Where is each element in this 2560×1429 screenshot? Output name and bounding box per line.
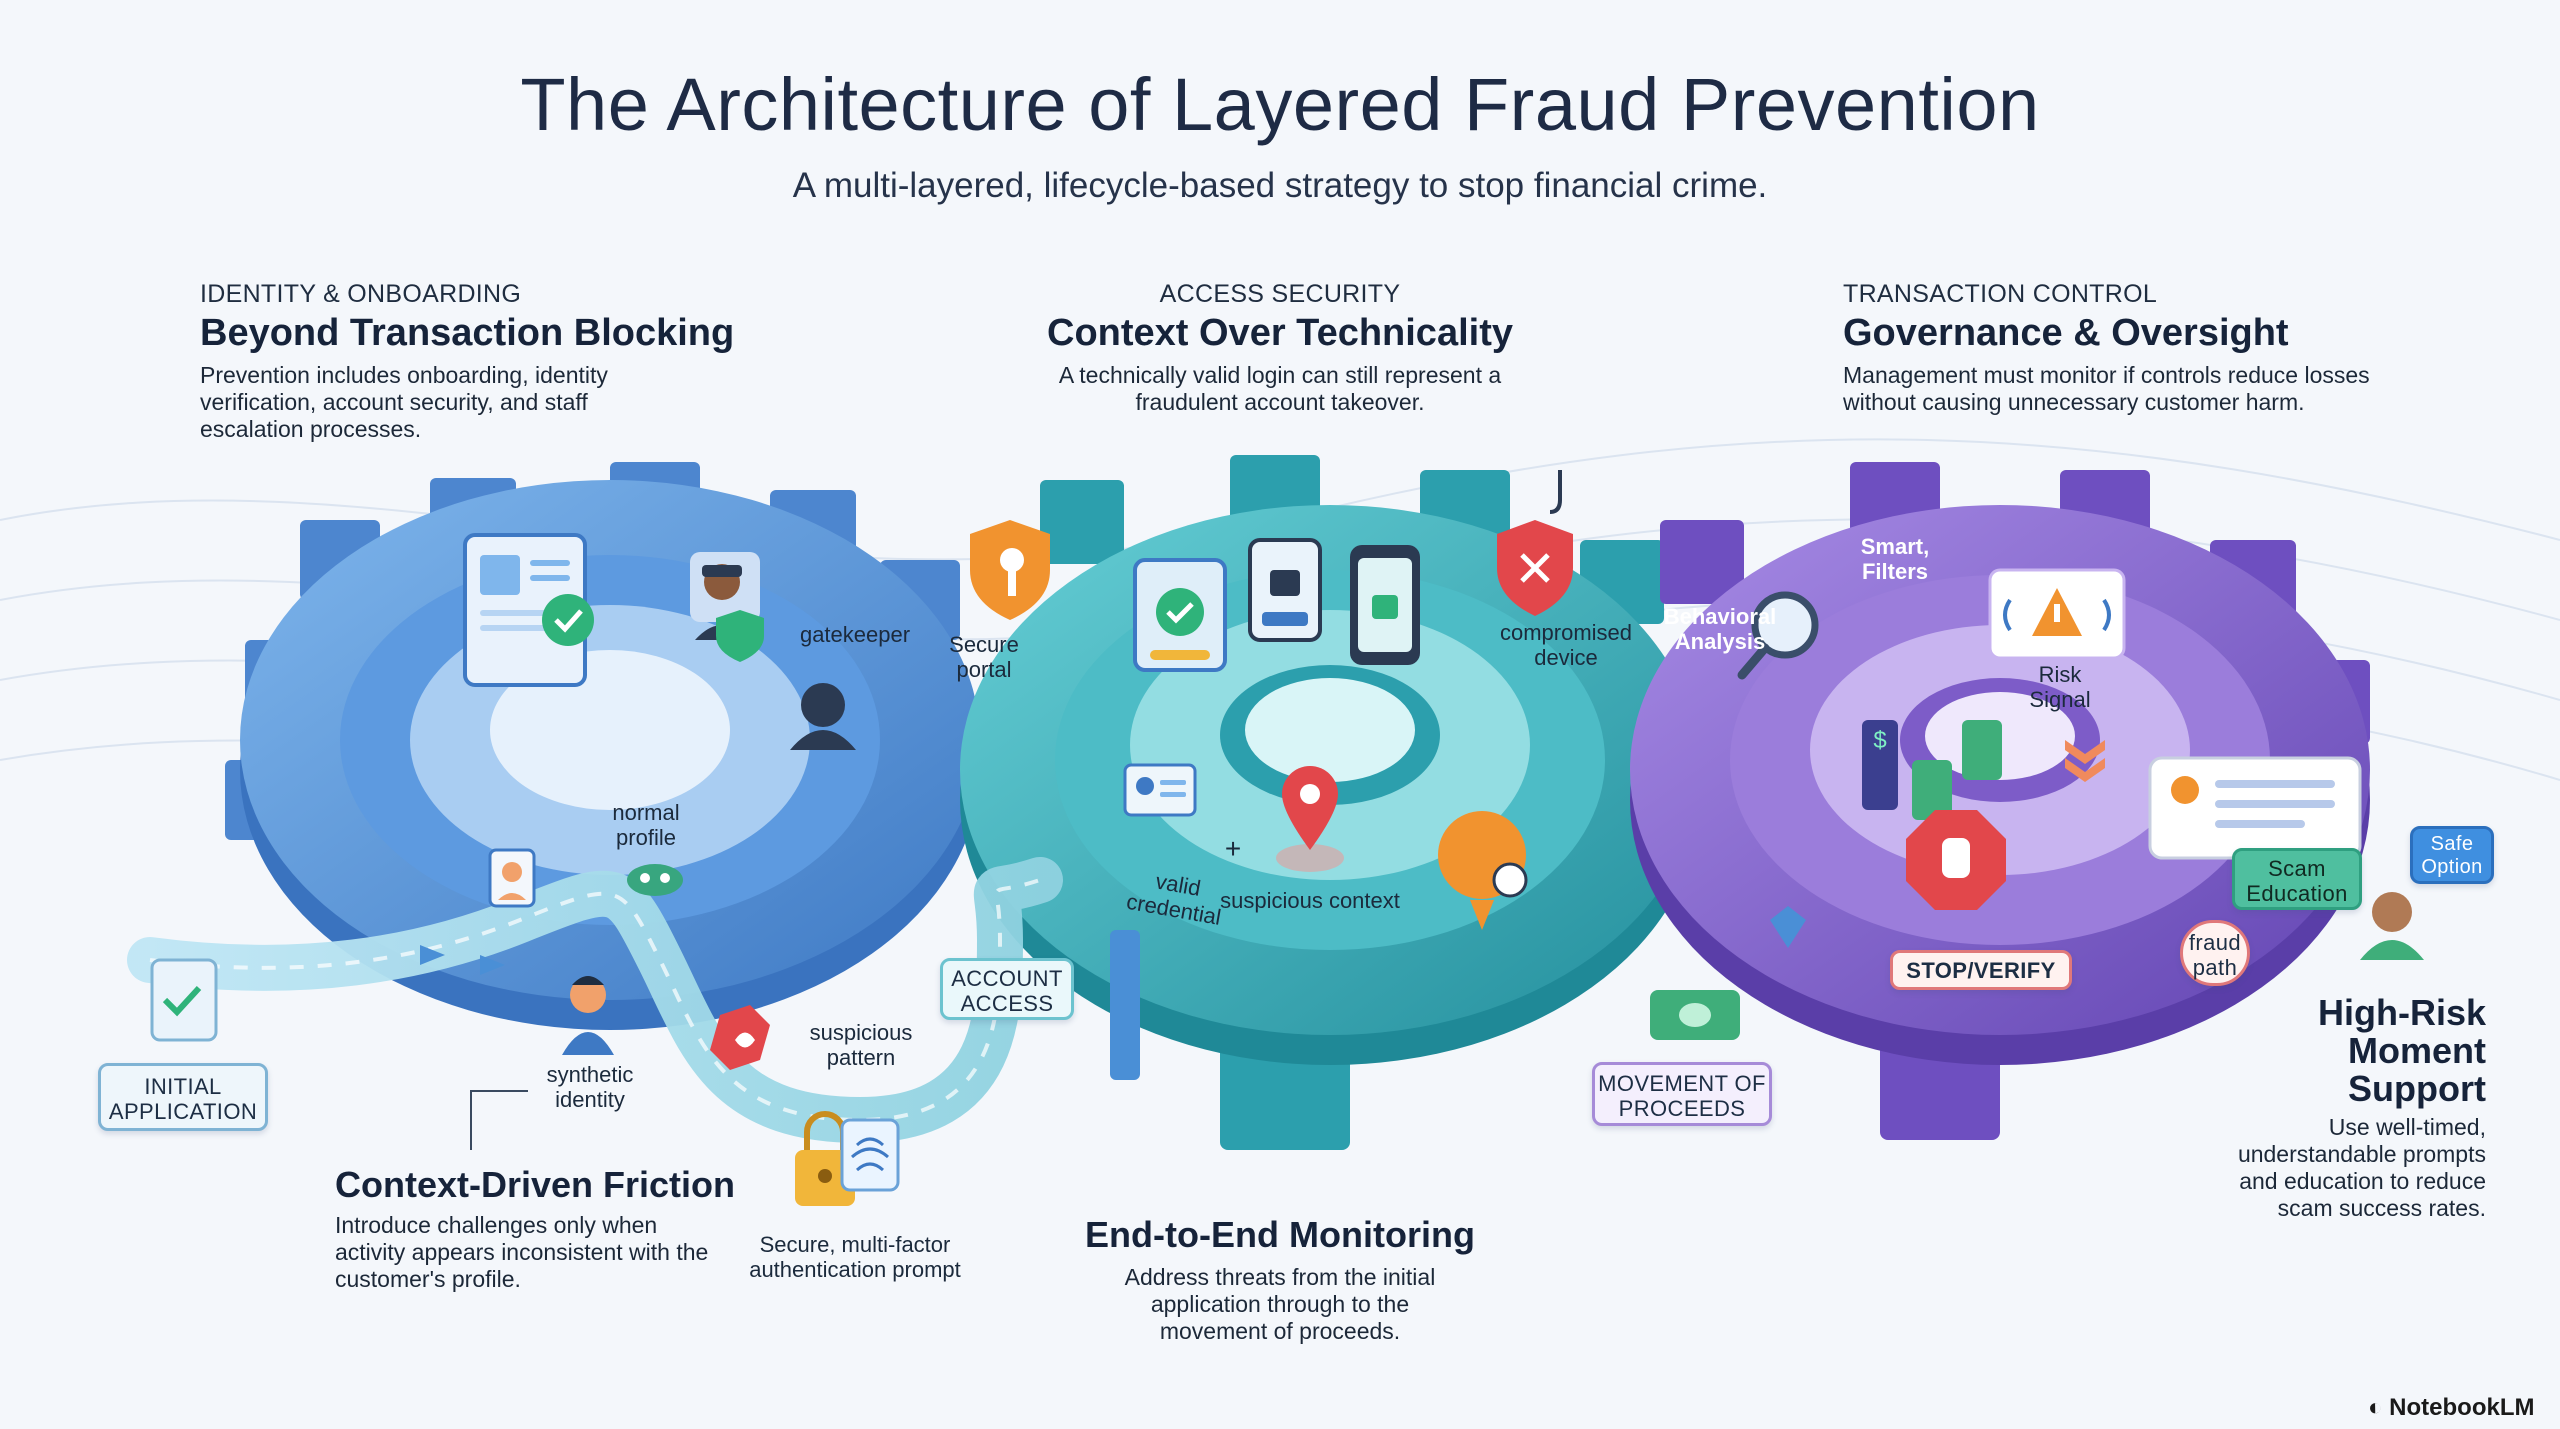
page-title: The Architecture of Layered Fraud Preven… — [520, 63, 2040, 146]
id-document-icon — [463, 533, 594, 687]
synthetic-identity-label: synthetic identity — [546, 1062, 634, 1112]
access-body: A technically valid login can still repr… — [1058, 362, 1502, 415]
padlock-icon — [795, 1111, 900, 1206]
smart-filters-label: Smart, Filters — [1860, 534, 1930, 584]
behavioral-analysis-label: Behavioral Analysis — [1663, 604, 1777, 654]
suspicious-pattern-icon — [710, 1005, 770, 1070]
suspicious-pattern-label: suspicious pattern — [809, 1020, 913, 1070]
account-access-tag: ACCOUNT ACCESS — [940, 958, 1074, 1020]
scam-education-tag: Scam Education — [2232, 848, 2362, 910]
fraud-path-tag: fraud path — [2180, 920, 2250, 986]
tablet-lock-icon — [1350, 545, 1420, 665]
monitoring-body: Address threats from the initial applica… — [1124, 1264, 1436, 1344]
monitoring-heading: End-to-End Monitoring — [1085, 1214, 1475, 1255]
magnifier-icon — [1737, 591, 1819, 680]
suspicious-context-label: suspicious context — [1220, 888, 1400, 913]
page-subtitle: A multi-layered, lifecycle-based strateg… — [792, 166, 1768, 205]
safe-option-button[interactable]: Safe Option — [2410, 826, 2494, 884]
stop-verify-tag: STOP/VERIFY — [1890, 950, 2072, 990]
plus-sign: + — [1224, 833, 1242, 864]
warning-signal-icon — [1988, 568, 2126, 660]
location-pin-icon — [1276, 766, 1344, 872]
gatekeeper-label: gatekeeper — [799, 622, 911, 647]
chevrons-icon — [2065, 740, 2105, 782]
transaction-heading: Governance & Oversight — [1843, 312, 2289, 354]
initial-application-icon — [150, 958, 218, 1042]
notebooklm-icon: ◐ — [2368, 1394, 2390, 1421]
logo-text: NotebookLM — [2389, 1394, 2535, 1421]
valid-credential-icon — [1123, 763, 1197, 817]
transaction-body: Management must monitor if controls redu… — [1843, 362, 2370, 415]
notebooklm-logo: ◐ NotebookLM — [2368, 1394, 2534, 1422]
identity-heading: Beyond Transaction Blocking — [200, 312, 735, 354]
verified-credential-icon — [1133, 558, 1227, 672]
friction-heading: Context-Driven Friction — [335, 1164, 736, 1205]
movement-of-proceeds-tag: MOVEMENT OF PROCEEDS — [1592, 1062, 1772, 1126]
synthetic-connector-line — [470, 1090, 472, 1150]
question-bubble-icon — [1438, 811, 1528, 930]
login-gate-icon — [1110, 930, 1140, 1080]
support-heading: High-Risk Moment Support — [2317, 992, 2486, 1109]
secure-portal-label: Secure portal — [949, 632, 1019, 682]
synthetic-identity-icon — [562, 976, 614, 1055]
impostor-silhouette-icon — [790, 683, 856, 750]
initial-application-tag: INITIAL APPLICATION — [98, 1063, 268, 1131]
compromised-device-label: compromised device — [1499, 620, 1633, 670]
identity-kicker: IDENTITY & ONBOARDING — [200, 280, 522, 308]
access-heading: Context Over Technicality — [1047, 312, 1513, 354]
customer-avatar-icon — [2360, 892, 2424, 960]
cash-bundle-icon — [1650, 990, 1740, 1040]
normal-profile-icon — [627, 864, 683, 896]
friction-body: Introduce challenges only when activity … — [335, 1212, 709, 1292]
mfa-prompt-label: Secure, multi-factor authentication prom… — [749, 1232, 961, 1282]
risk-signal-label: Risk Signal — [2029, 662, 2091, 712]
support-body: Use well-timed, understandable prompts a… — [2237, 1114, 2486, 1221]
diamond-fraud-icon — [1770, 906, 1806, 948]
notification-card-icon — [2148, 756, 2362, 860]
mobile-lock-icon — [1248, 538, 1322, 642]
synthetic-connector-line-h — [470, 1090, 528, 1092]
money-stream-icon: $ — [1862, 720, 2002, 820]
svg-text:$: $ — [1873, 727, 1886, 754]
access-kicker: ACCESS SECURITY — [1159, 280, 1401, 308]
normal-profile-label: normal profile — [612, 800, 680, 850]
face-scan-icon — [488, 848, 536, 908]
identity-body: Prevention includes onboarding, identity… — [200, 362, 608, 442]
gatekeeper-icon — [690, 552, 764, 662]
access-gear — [960, 455, 1720, 1150]
transaction-kicker: TRANSACTION CONTROL — [1843, 280, 2158, 308]
shield-key-icon — [970, 520, 1050, 620]
hooked-shield-icon — [1497, 470, 1573, 616]
stop-hand-icon — [1906, 810, 2006, 910]
